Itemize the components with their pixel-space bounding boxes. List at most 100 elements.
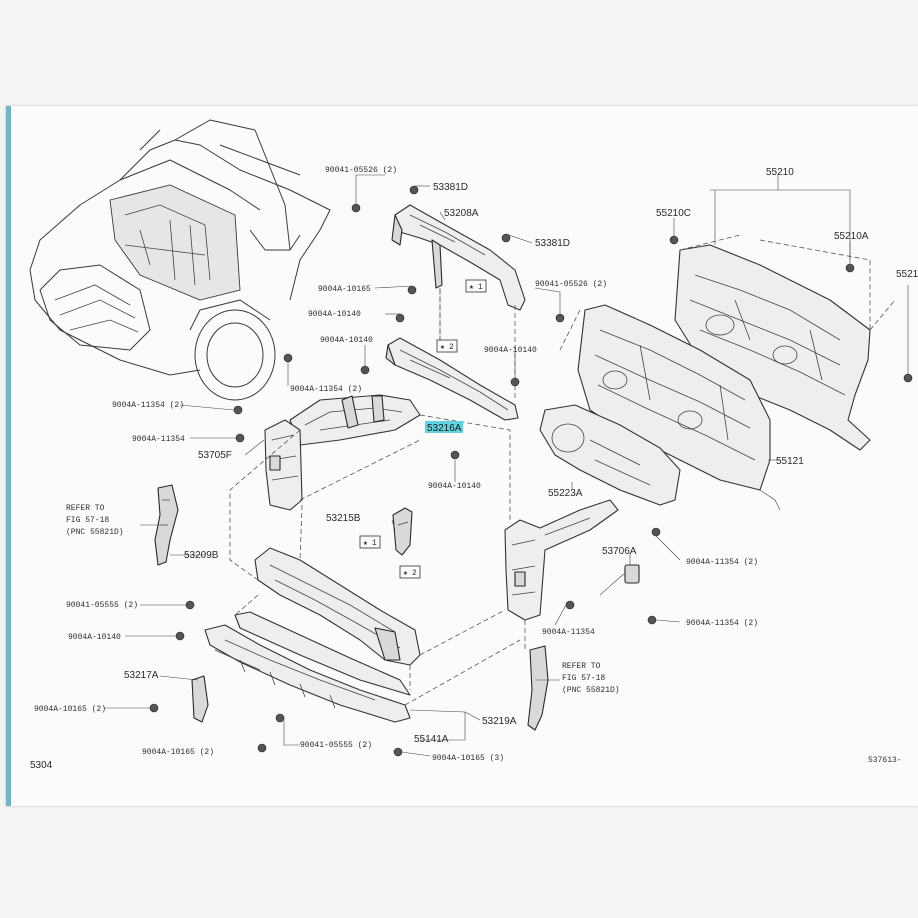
label-9004a-10140-b[interactable]: 9004A-10140 (320, 336, 373, 345)
bolt-icon[interactable] (283, 353, 293, 363)
bolt-icon[interactable] (175, 631, 185, 641)
label-53381d-a[interactable]: 53381D (433, 182, 468, 193)
bolt-icon[interactable] (669, 235, 679, 245)
bolt-icon[interactable] (450, 450, 460, 460)
bolt-icon[interactable] (395, 313, 405, 323)
label-9004a-10140-a[interactable]: 9004A-10140 (308, 310, 361, 319)
bolt-icon[interactable] (565, 600, 575, 610)
label-9004a-10165-2-a[interactable]: 9004A-10165 (2) (34, 705, 106, 714)
label-55223a[interactable]: 55223A (548, 488, 583, 499)
label-9004a-11354-2-d[interactable]: 9004A-11354 (2) (686, 619, 758, 628)
bolt-icon[interactable] (407, 285, 417, 295)
label-5521-cut[interactable]: 5521 (896, 269, 918, 280)
svg-text:1: 1 (372, 539, 377, 548)
svg-text:★: ★ (469, 283, 474, 292)
svg-text:★: ★ (363, 539, 368, 548)
sheet-edge-accent (6, 106, 11, 806)
star-marker-2a: ★ 2 (436, 339, 458, 353)
label-90041-05555-2-a[interactable]: 90041-05555 (2) (66, 601, 138, 610)
label-9004a-10165-top[interactable]: 9004A-10165 (318, 285, 371, 294)
bolt-icon[interactable] (510, 377, 520, 387)
part-left-upper-bracket[interactable] (289, 394, 421, 446)
refer-note-right-line3: (PNC 55821D) (562, 686, 620, 695)
star-marker-2b: ★ 2 (399, 565, 421, 579)
bolt-icon[interactable] (555, 313, 565, 323)
bolt-icon[interactable] (651, 527, 661, 537)
label-53216a[interactable]: 53216A (427, 423, 462, 434)
label-53209b[interactable]: 53209B (184, 550, 219, 561)
label-53706a[interactable]: 53706A (602, 546, 637, 557)
part-55141a-lower-support[interactable] (204, 611, 411, 723)
page-code: 5304 (30, 760, 53, 771)
bolt-icon[interactable] (393, 747, 403, 757)
part-53208a-support[interactable] (391, 204, 526, 311)
label-90041-05526-top[interactable]: 90041-05526 (2) (325, 166, 397, 175)
refer-note-left-line1: REFER TO (66, 504, 105, 513)
bolt-icon[interactable] (409, 185, 419, 195)
star-marker-1a: ★ 1 (465, 279, 487, 293)
part-55223a-insulator[interactable] (539, 404, 681, 506)
label-55210c[interactable]: 55210C (656, 208, 691, 219)
label-53215b[interactable]: 53215B (326, 513, 361, 524)
svg-text:1: 1 (478, 283, 483, 292)
part-labels: 90041-05526 (2) 53381D 53208A 53381D 900… (30, 166, 918, 771)
bolt-icon[interactable] (233, 405, 243, 415)
label-53219a[interactable]: 53219A (482, 716, 517, 727)
bolt-icon[interactable] (185, 600, 195, 610)
label-9004a-10140-d[interactable]: 9004A-10140 (428, 482, 481, 491)
bolt-icon[interactable] (647, 615, 657, 625)
star-marker-1b: ★ 1 (359, 535, 381, 549)
part-53706a-latch[interactable] (599, 564, 641, 596)
part-53209b-crossmember[interactable] (254, 547, 421, 666)
svg-text:2: 2 (412, 569, 417, 578)
refer-note-left-line3: (PNC 55821D) (66, 528, 124, 537)
lead-55121-tail (759, 489, 781, 511)
vehicle-front-outline (29, 119, 331, 401)
bolt-icon[interactable] (360, 365, 370, 375)
figure-code: 537613- (868, 756, 902, 765)
label-9004a-10140-c[interactable]: 9004A-10140 (484, 346, 537, 355)
part-53217a-bracket[interactable] (191, 675, 209, 723)
label-9004a-10165-2-b[interactable]: 9004A-10165 (2) (142, 748, 214, 757)
label-55210a[interactable]: 55210A (834, 231, 869, 242)
label-9004a-10165-3[interactable]: 9004A-10165 (3) (432, 754, 504, 763)
label-53208a[interactable]: 53208A (444, 208, 479, 219)
label-9004a-11354-2-b[interactable]: 9004A-11354 (2) (112, 401, 184, 410)
bolt-icon[interactable] (845, 263, 855, 273)
bolt-icon[interactable] (275, 713, 285, 723)
label-53705f[interactable]: 53705F (198, 450, 232, 461)
svg-text:★: ★ (440, 343, 445, 352)
label-55121[interactable]: 55121 (776, 456, 804, 467)
refer-note-right-line1: REFER TO (562, 662, 601, 671)
leader-lines (104, 174, 909, 757)
svg-text:2: 2 (449, 343, 454, 352)
part-left-side-support[interactable] (264, 419, 303, 511)
label-9004a-10140-e[interactable]: 9004A-10140 (68, 633, 121, 642)
label-53217a[interactable]: 53217A (124, 670, 159, 681)
part-left-refer-bracket[interactable] (154, 484, 179, 566)
part-53216a-bar[interactable] (385, 337, 519, 421)
label-9004a-11354-a[interactable]: 9004A-11354 (132, 435, 185, 444)
label-9004a-11354-b[interactable]: 9004A-11354 (542, 628, 595, 637)
label-9004a-11354-2-a[interactable]: 9004A-11354 (2) (290, 385, 362, 394)
refer-note-left-line2: FIG 57-18 (66, 516, 109, 525)
label-90041-05526-right[interactable]: 90041-05526 (2) (535, 280, 607, 289)
bolt-icon[interactable] (235, 433, 245, 443)
part-53215b-bracket[interactable] (392, 507, 413, 556)
label-55141a[interactable]: 55141A (414, 734, 449, 745)
bolt-icon[interactable] (257, 743, 267, 753)
label-55210[interactable]: 55210 (766, 167, 794, 178)
assembly-dashed-lines (229, 234, 896, 706)
part-right-side-support[interactable] (504, 499, 619, 621)
bolt-icon[interactable] (149, 703, 159, 713)
refer-note-right-line2: FIG 57-18 (562, 674, 605, 683)
part-right-refer-bracket[interactable] (527, 645, 549, 731)
bolt-icon[interactable] (903, 373, 913, 383)
label-53381d-b[interactable]: 53381D (535, 238, 570, 249)
bolt-icon[interactable] (351, 203, 361, 213)
fastener-bolts (149, 185, 913, 757)
label-90041-05555-2-b[interactable]: 90041-05555 (2) (300, 741, 372, 750)
label-9004a-11354-2-c[interactable]: 9004A-11354 (2) (686, 558, 758, 567)
